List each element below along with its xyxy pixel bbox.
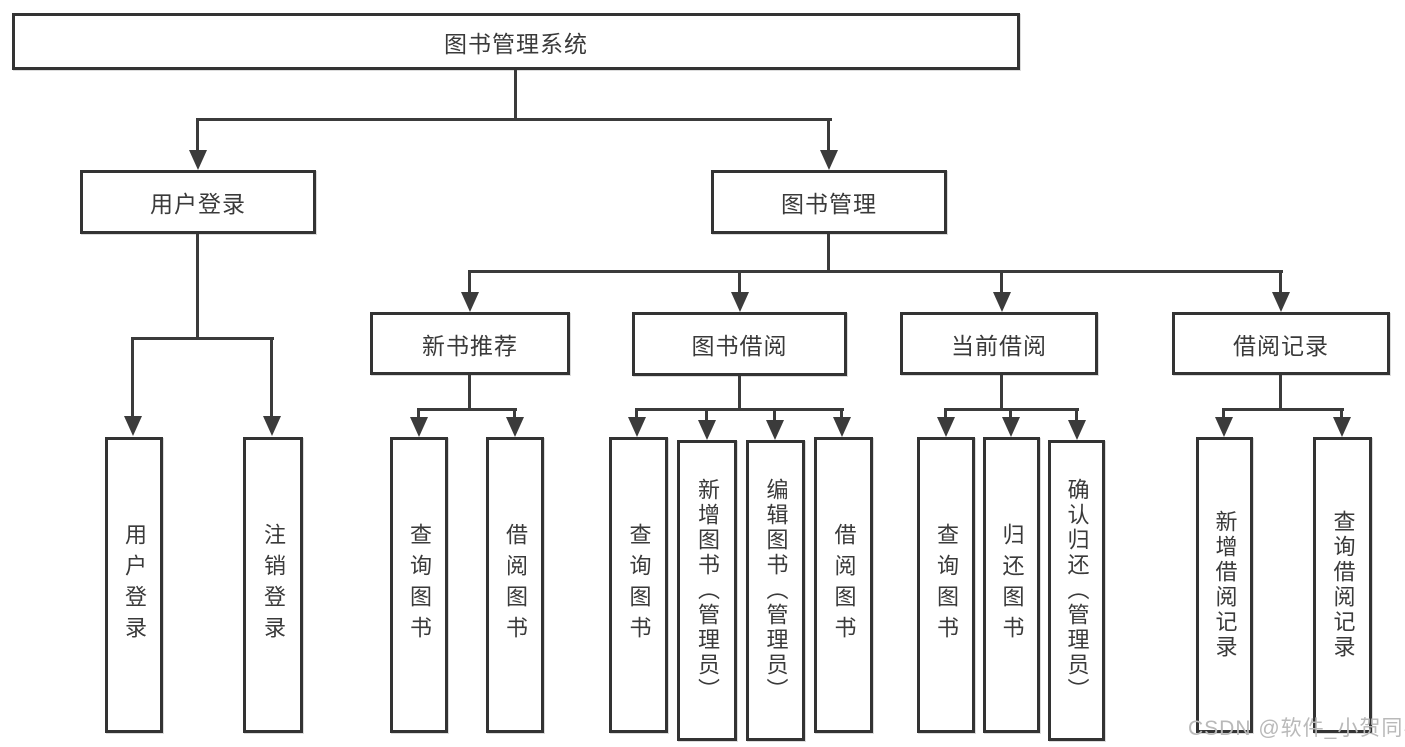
leaf-current-confirm-return-admin: 确认归还（管理员） <box>1048 440 1105 741</box>
leaf-borrow-borrow-books: 借阅图书 <box>814 437 873 733</box>
node-book-management: 图书管理 <box>711 170 947 234</box>
connector-line <box>1075 408 1078 421</box>
node-label: 借阅记录 <box>1233 332 1329 359</box>
connector-line <box>773 408 776 421</box>
connector-line <box>1279 270 1282 293</box>
connector-line <box>468 375 471 408</box>
leaf-label: 查询借阅记录 <box>1330 510 1356 660</box>
node-label: 当前借阅 <box>951 332 1047 359</box>
arrow-down-icon <box>263 416 281 436</box>
leaf-borrow-query-books: 查询图书 <box>609 437 668 733</box>
connector-line <box>1222 408 1344 411</box>
connector-line <box>1000 270 1003 293</box>
arrow-down-icon <box>1068 420 1086 440</box>
connector-line <box>635 408 844 411</box>
node-library-management-system: 图书管理系统 <box>12 13 1020 70</box>
arrow-down-icon <box>628 417 646 437</box>
leaf-label: 查询图书 <box>626 523 652 647</box>
arrow-down-icon <box>189 150 207 170</box>
connector-line <box>196 118 832 121</box>
node-current-borrowing: 当前借阅 <box>900 312 1098 375</box>
leaf-logout-login: 注销登录 <box>243 437 303 733</box>
connector-line <box>635 408 638 418</box>
arrow-down-icon <box>461 292 479 312</box>
connector-line <box>270 337 273 416</box>
connector-line <box>468 270 471 293</box>
node-label: 用户登录 <box>150 191 246 217</box>
connector-line <box>1009 408 1012 418</box>
arrow-down-icon <box>820 150 838 170</box>
arrow-down-icon <box>410 417 428 437</box>
leaf-label: 查询图书 <box>407 523 432 647</box>
leaf-label: 确认归还（管理员） <box>1064 478 1090 703</box>
leaf-label: 用户登录 <box>122 523 147 647</box>
node-borrowing-records: 借阅记录 <box>1172 312 1390 375</box>
connector-line <box>738 376 741 408</box>
connector-line <box>827 118 830 150</box>
leaf-current-query-books: 查询图书 <box>917 437 975 733</box>
arrow-down-icon <box>731 292 749 312</box>
arrow-down-icon <box>993 292 1011 312</box>
connector-line <box>738 270 741 293</box>
arrow-down-icon <box>698 420 716 440</box>
connector-line <box>468 270 1283 273</box>
connector-line <box>840 408 843 418</box>
connector-line <box>1279 375 1282 408</box>
arrow-down-icon <box>833 417 851 437</box>
connector-line <box>1222 408 1225 418</box>
leaf-records-add-record: 新增借阅记录 <box>1196 437 1253 733</box>
connector-line <box>131 337 134 416</box>
leaf-label: 新增借阅记录 <box>1212 510 1238 660</box>
leaf-label: 借阅图书 <box>831 523 857 647</box>
arrow-down-icon <box>506 417 524 437</box>
arrow-down-icon <box>1333 417 1351 437</box>
node-label: 图书借阅 <box>691 333 788 359</box>
arrow-down-icon <box>937 417 955 437</box>
arrow-down-icon <box>1215 417 1233 437</box>
leaf-user-login: 用户登录 <box>105 437 163 733</box>
leaf-borrow-edit-books-admin: 编辑图书（管理员） <box>746 440 805 741</box>
connector-line <box>514 70 517 118</box>
connector-line <box>705 408 708 421</box>
leaf-label: 编辑图书（管理员） <box>763 478 789 703</box>
node-label: 图书管理 <box>781 191 877 217</box>
connector-line <box>827 234 830 270</box>
connector-line <box>417 408 517 411</box>
arrow-down-icon <box>1002 417 1020 437</box>
node-user-login: 用户登录 <box>80 170 316 234</box>
leaf-label: 借阅图书 <box>503 523 528 647</box>
node-label: 新书推荐 <box>422 332 518 359</box>
leaf-label: 新增图书（管理员） <box>695 478 720 703</box>
arrow-down-icon <box>1272 292 1290 312</box>
connector-line <box>196 234 199 337</box>
connector-line <box>944 408 947 418</box>
csdn-watermark: CSDN @软件_小贺同学 <box>1188 717 1405 740</box>
leaf-rec-query-books: 查询图书 <box>390 437 448 733</box>
connector-line <box>131 337 274 340</box>
connector-line <box>513 408 516 418</box>
connector-line <box>417 408 420 418</box>
leaf-current-return-books: 归还图书 <box>983 437 1040 733</box>
arrow-down-icon <box>766 420 784 440</box>
leaf-records-query-record: 查询借阅记录 <box>1313 437 1372 733</box>
leaf-rec-borrow-books: 借阅图书 <box>486 437 544 733</box>
connector-line <box>1340 408 1343 418</box>
leaf-label: 查询图书 <box>934 523 959 647</box>
arrow-down-icon <box>124 416 142 436</box>
connector-line <box>196 118 199 150</box>
connector-line <box>1000 375 1003 408</box>
node-new-book-recommendation: 新书推荐 <box>370 312 570 375</box>
leaf-label: 注销登录 <box>261 523 286 647</box>
leaf-borrow-add-books-admin: 新增图书（管理员） <box>677 440 737 741</box>
leaf-label: 归还图书 <box>999 523 1025 647</box>
node-book-borrowing: 图书借阅 <box>632 312 847 376</box>
node-label: 图书管理系统 <box>444 30 588 57</box>
